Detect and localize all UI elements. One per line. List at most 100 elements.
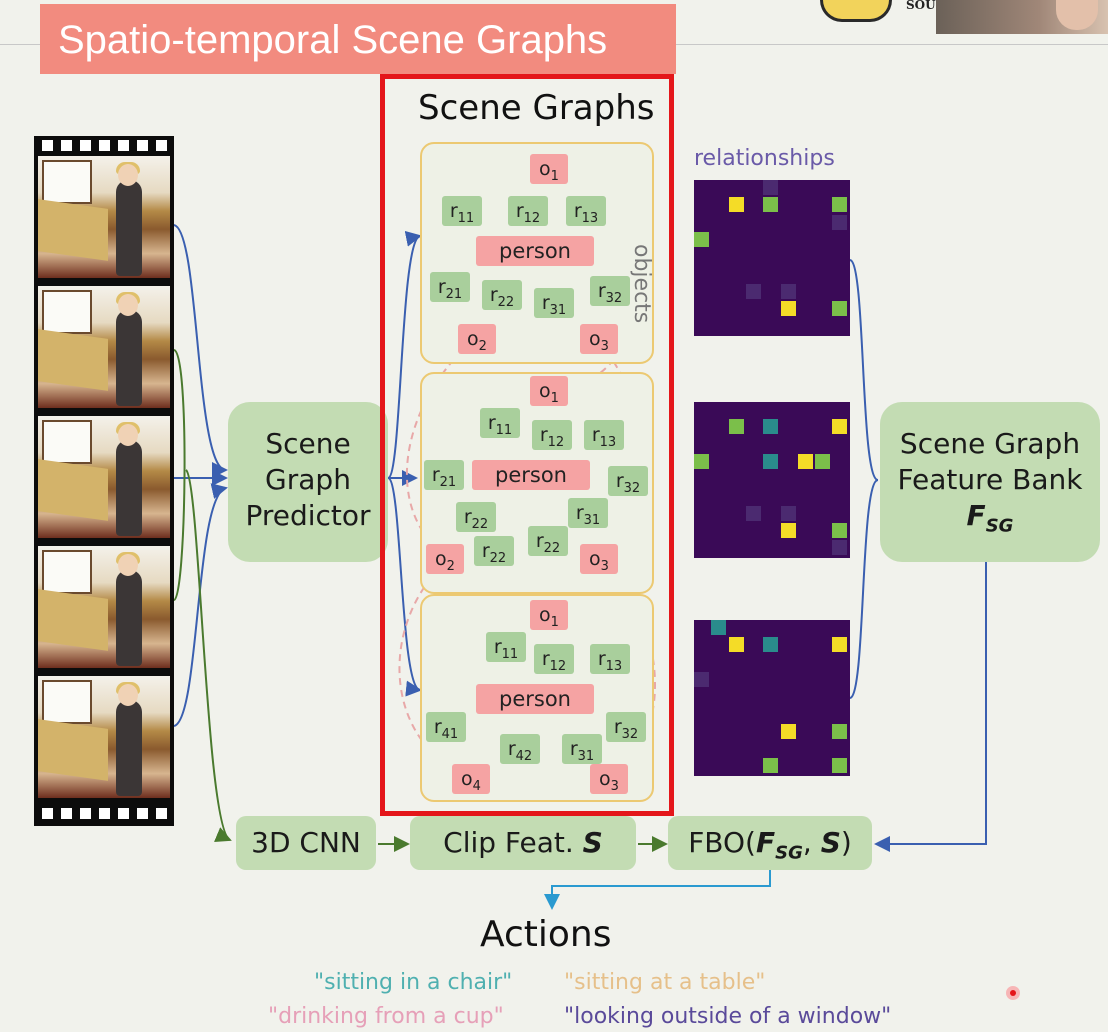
scene-graph-predictor: Scene Graph Predictor <box>228 402 388 562</box>
object-node: o3 <box>590 764 628 794</box>
matrix-cell <box>745 505 761 521</box>
relationships-label: relationships <box>694 146 835 171</box>
person-node: person <box>476 236 594 266</box>
matrix-cell <box>763 180 779 195</box>
relationship-matrix <box>694 180 850 336</box>
matrix-cell <box>694 671 709 687</box>
matrix-cell <box>728 419 744 435</box>
object-node: o1 <box>530 376 568 406</box>
matrix-cell <box>763 197 779 213</box>
object-node: o1 <box>530 600 568 630</box>
relationship-node: r12 <box>508 196 548 226</box>
logo-text: SOU <box>906 0 936 12</box>
matrix-cell <box>694 453 709 469</box>
relationship-node: r22 <box>482 280 522 310</box>
action-drinking-from-cup: "drinking from a cup" <box>268 1004 504 1029</box>
relationship-node: r22 <box>456 502 496 532</box>
film-hole <box>137 808 148 819</box>
relationship-node: r41 <box>426 712 466 742</box>
matrix-cell <box>780 283 796 299</box>
relationship-node: r13 <box>584 420 624 450</box>
video-filmstrip <box>34 136 174 826</box>
matrix-cell <box>832 301 848 317</box>
actions-title: Actions <box>480 914 612 955</box>
predictor-line-2: Graph <box>265 463 351 496</box>
relationship-node: r31 <box>568 498 608 528</box>
relationship-node: r11 <box>442 196 482 226</box>
film-hole <box>80 140 91 151</box>
matrix-cell <box>780 723 796 739</box>
relationship-node: r31 <box>534 288 574 318</box>
matrix-cell <box>832 419 848 435</box>
matrix-cell <box>832 523 848 539</box>
relationship-node: r42 <box>500 734 540 764</box>
person-node: person <box>472 460 590 490</box>
film-hole <box>118 808 129 819</box>
film-hole <box>99 140 110 151</box>
scene-graph-feature-bank: Scene Graph Feature Bank FSG <box>880 402 1100 562</box>
video-frame <box>38 286 170 408</box>
relationship-node: r22 <box>528 526 568 556</box>
person-node: person <box>476 684 594 714</box>
matrix-cell <box>832 214 848 230</box>
object-node: o3 <box>580 544 618 574</box>
matrix-cell <box>832 723 848 739</box>
relationship-node: r11 <box>486 632 526 662</box>
relationship-node: r12 <box>534 644 574 674</box>
relationship-node: r32 <box>608 466 648 496</box>
clip-feature-box: Clip Feat. S <box>410 816 636 870</box>
laser-pointer-dot <box>1006 986 1020 1000</box>
matrix-cell <box>763 453 779 469</box>
matrix-cell <box>711 620 727 635</box>
matrix-cell <box>780 505 796 521</box>
relationship-node: r13 <box>566 196 606 226</box>
relationship-matrix <box>694 402 850 558</box>
relationship-node: r32 <box>606 712 646 742</box>
bank-symbol: FSG <box>966 499 1014 537</box>
action-sitting-in-chair: "sitting in a chair" <box>314 970 513 995</box>
predictor-line-1: Scene <box>265 427 351 460</box>
predictor-line-3: Predictor <box>245 499 371 532</box>
relationship-node: r13 <box>590 644 630 674</box>
film-hole <box>99 808 110 819</box>
film-hole <box>156 808 167 819</box>
action-sitting-at-table: "sitting at a table" <box>564 970 766 995</box>
slide-title: Spatio-temporal Scene Graphs <box>40 4 676 74</box>
scene-graphs-highlight <box>380 74 674 816</box>
matrix-cell <box>780 301 796 317</box>
matrix-cell <box>763 758 779 774</box>
scene-graphs-heading: Scene Graphs <box>418 88 655 128</box>
action-looking-outside-window: "looking outside of a window" <box>564 1004 892 1029</box>
matrix-cell <box>797 453 813 469</box>
presenter-face <box>1056 0 1098 30</box>
film-hole <box>42 808 53 819</box>
relationship-node: r12 <box>532 420 572 450</box>
matrix-cell <box>832 758 848 774</box>
matrix-cell <box>832 540 848 556</box>
matrix-cell <box>728 637 744 653</box>
film-hole <box>156 140 167 151</box>
film-hole <box>61 808 72 819</box>
film-hole <box>118 140 129 151</box>
matrix-cell <box>745 283 761 299</box>
film-hole <box>61 140 72 151</box>
film-hole <box>80 808 91 819</box>
film-hole <box>137 140 148 151</box>
relationship-node: r21 <box>430 272 470 302</box>
matrix-cell <box>832 637 848 653</box>
video-frame <box>38 416 170 538</box>
relationship-node: r32 <box>590 276 630 306</box>
film-hole <box>42 140 53 151</box>
relationship-matrix <box>694 620 850 776</box>
relationship-node: r11 <box>480 408 520 438</box>
object-node: o2 <box>426 544 464 574</box>
cnn-box: 3D CNN <box>236 816 376 870</box>
relationship-node: r31 <box>562 734 602 764</box>
relationship-node: r21 <box>424 460 464 490</box>
matrix-cell <box>763 637 779 653</box>
relationship-node: r22 <box>474 536 514 566</box>
fbo-box: FBO(FSG, S) <box>668 816 872 870</box>
object-node: o2 <box>458 324 496 354</box>
objects-label: objects <box>629 244 654 324</box>
matrix-cell <box>815 453 831 469</box>
